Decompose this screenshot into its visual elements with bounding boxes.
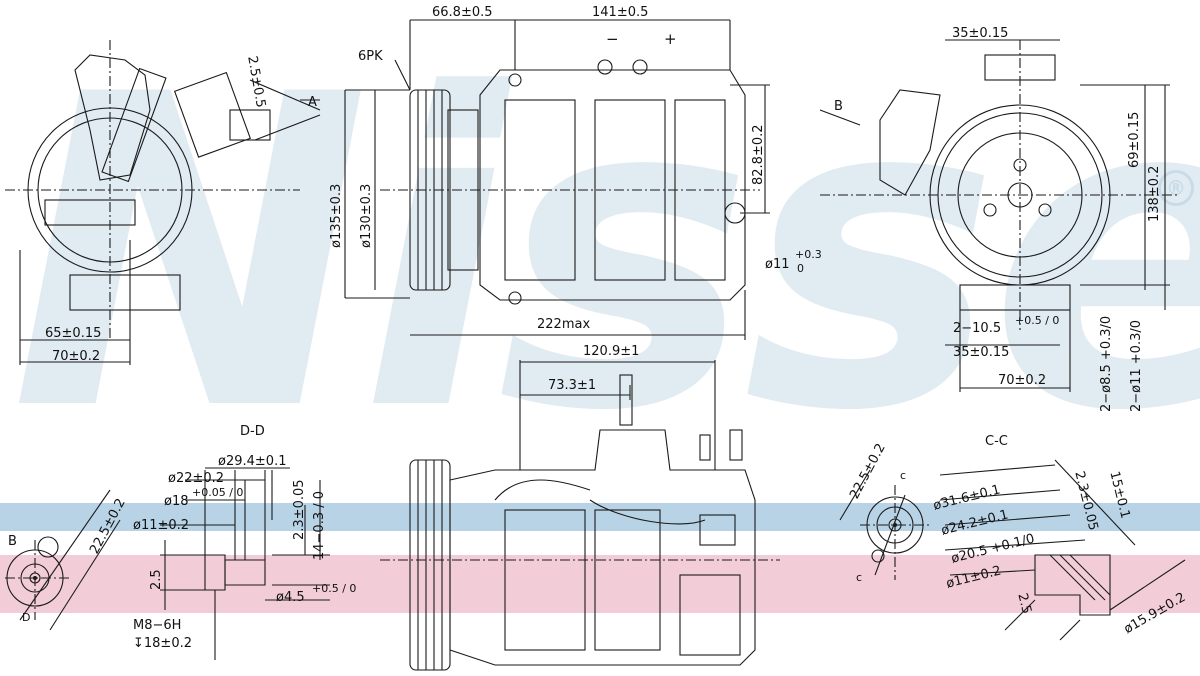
view-b-dd: B (8, 534, 17, 549)
blue-band (0, 503, 1200, 531)
label-6pk: 6PK (358, 49, 383, 64)
section-dd-title: D-D (240, 424, 265, 439)
pink-band (0, 555, 1200, 613)
dim-2-3-dd: 2.3±0.05 (292, 479, 307, 540)
hole-8-5: 2−ø8.5 +0.3/0 (1099, 315, 1114, 412)
dim-82-8: 82.8±0.2 (751, 124, 766, 185)
registered-mark: ® (1158, 170, 1194, 206)
dia-4-5-tol: +0.5 / 0 (312, 582, 357, 595)
side-view-drawing (344, 19, 770, 340)
section-dd-drawing (5, 467, 330, 660)
section-cc-title: C-C (985, 434, 1008, 449)
mark-d: D (22, 611, 31, 624)
mark-c-bottom: c (856, 571, 863, 584)
dia-11-tol-lower: 0 (797, 262, 804, 275)
dim-65: 65±0.15 (45, 326, 102, 341)
dim-66-8: 66.8±0.5 (432, 5, 493, 20)
dim-222: 222max (537, 317, 591, 332)
dia-11-tol-upper: +0.3 (795, 248, 822, 261)
dim-2-5-dd: 2.5 (149, 569, 164, 590)
section-cc-drawing (839, 459, 1186, 641)
top-view-drawing (380, 360, 780, 671)
terminal-plus: + (664, 30, 677, 48)
mark-c-top: c (900, 469, 907, 482)
view-b-rear: B (834, 99, 843, 114)
dim-141: 141±0.5 (592, 5, 649, 20)
thread-m8: M8−6H (133, 618, 182, 633)
view-a-label: A (308, 95, 317, 110)
hole-10-5-tol: +0.5 / 0 (1015, 314, 1060, 327)
dim-120-9: 120.9±1 (583, 344, 640, 359)
dia-18: ø18 (164, 494, 189, 509)
dia-4-5: ø4.5 (276, 590, 305, 605)
dia-11-dd: ø11±0.2 (133, 518, 190, 533)
dia-29-4: ø29.4±0.1 (218, 454, 287, 469)
hole-10-5: 2−10.5 (953, 321, 1002, 336)
brand-watermark: Nissens (10, 5, 1200, 505)
dim-138: 138±0.2 (1147, 165, 1162, 222)
dim-70-rear: 70±0.2 (998, 373, 1047, 388)
dia-11-base: ø11 (765, 257, 790, 272)
dia-135: ø135±0.3 (329, 183, 344, 248)
rear-view-drawing (819, 39, 1180, 392)
front-view-drawing (5, 40, 321, 365)
dim-70-front: 70±0.2 (52, 349, 101, 364)
dim-35-top: 35±0.15 (952, 26, 1009, 41)
dim-14: 14−0.3 / 0 (312, 490, 327, 560)
dia-22: ø22±0.2 (168, 471, 225, 486)
dia-18-tol: +0.05 / 0 (192, 486, 244, 499)
hole-11: 2−ø11 +0.3/0 (1129, 319, 1144, 412)
depth-18: ↧18±0.2 (133, 636, 193, 651)
dia-130: ø130±0.3 (359, 183, 374, 248)
dim-35-bottom: 35±0.15 (953, 345, 1010, 360)
dim-73-3: 73.3±1 (548, 378, 597, 393)
dim-69: 69±0.15 (1127, 111, 1142, 168)
terminal-minus: − (606, 30, 619, 48)
